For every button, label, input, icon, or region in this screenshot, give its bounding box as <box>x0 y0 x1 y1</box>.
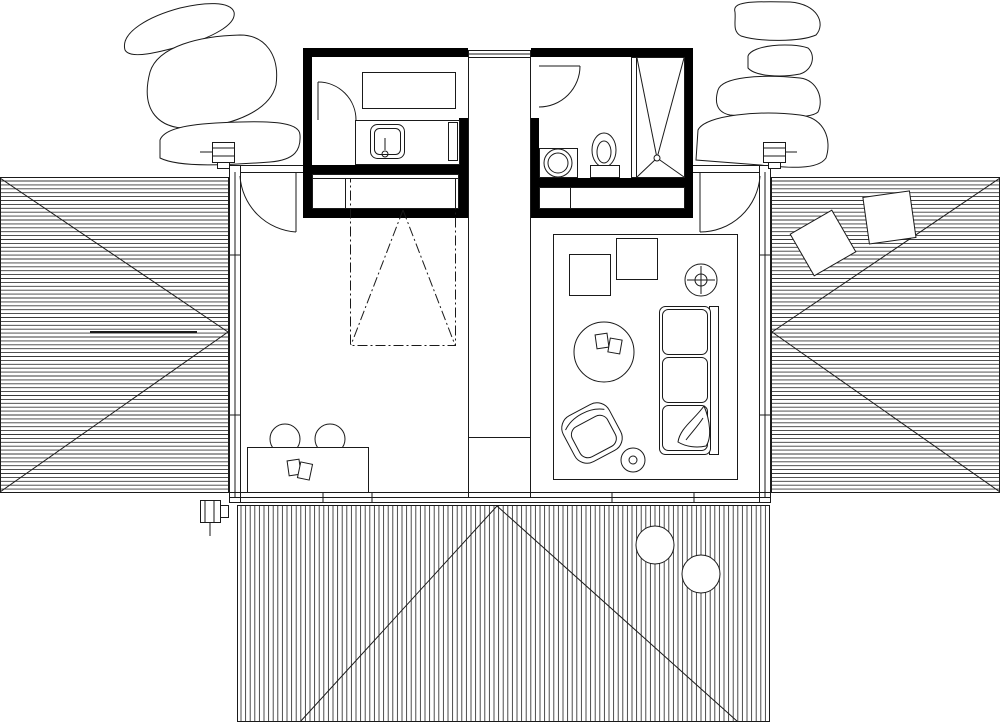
vanity <box>539 148 578 178</box>
bathroom-pod <box>538 57 685 209</box>
bottom-deck-hip-line <box>496 505 739 722</box>
kitchen-pod <box>312 72 460 209</box>
rock <box>716 75 821 119</box>
table-paper <box>607 337 623 355</box>
right-deck-hip-line <box>771 177 1000 333</box>
shower-slope <box>636 57 658 159</box>
lower-cabinet <box>539 187 685 209</box>
deck-cushion <box>862 190 917 245</box>
fixture-body <box>212 142 235 163</box>
rocks-left <box>124 3 301 166</box>
window-frames <box>229 254 771 503</box>
core-wall <box>685 48 693 218</box>
ottoman <box>569 254 611 296</box>
core-walls <box>303 48 693 218</box>
table-paper <box>296 461 314 481</box>
exterior-fixture-bottom-left <box>200 500 229 536</box>
sofa-cushion <box>662 309 708 355</box>
core-wall <box>531 118 539 218</box>
core-wall <box>303 165 468 174</box>
left-deck-hip-line <box>0 177 229 333</box>
fixture-base <box>768 162 781 169</box>
right-room <box>553 234 738 480</box>
rug <box>553 234 738 480</box>
left-deck-outline <box>0 177 229 493</box>
deck-cushion <box>789 209 857 277</box>
rock <box>146 34 278 129</box>
rocks-right <box>695 1 829 168</box>
armchair-seat <box>570 414 617 459</box>
bench <box>362 72 456 109</box>
sink-bowl <box>374 128 401 155</box>
core-wall <box>303 48 468 57</box>
pod-door-swing <box>317 81 357 121</box>
ottoman <box>616 238 658 280</box>
coffee-table <box>573 321 635 383</box>
door-swing <box>239 175 297 233</box>
core-wall <box>531 48 693 57</box>
core-wall <box>303 48 312 218</box>
pod-door-swing <box>538 65 581 108</box>
left-entry-door <box>239 172 297 233</box>
shower-slope <box>636 157 658 178</box>
armchair-back <box>565 408 605 431</box>
bottom-deck <box>237 505 770 722</box>
bottom-deck-boards <box>240 506 766 722</box>
right-entry-door <box>699 172 761 233</box>
left-deck-hip-line <box>0 331 229 493</box>
fixture-base <box>217 162 230 169</box>
sofa-pillow-crease <box>685 417 704 441</box>
sink-basin <box>370 124 405 159</box>
rock <box>747 44 813 77</box>
corridor <box>468 50 531 497</box>
exterior-fixture-top-left <box>200 142 235 169</box>
sofa-cushion <box>662 357 708 403</box>
shower <box>631 57 685 178</box>
counter-appliance <box>448 122 458 161</box>
rock <box>124 3 235 56</box>
kitchen-counter <box>355 120 460 165</box>
fixture-base <box>220 505 229 518</box>
fold-down-bed-swing <box>350 209 456 346</box>
bottom-deck-hip-line <box>299 505 498 722</box>
rock <box>734 1 821 41</box>
core-wall <box>303 209 468 218</box>
washbasin-bowl <box>547 152 569 174</box>
armchair <box>561 402 623 464</box>
core-wall <box>531 178 693 187</box>
rock <box>695 112 829 168</box>
right-deck <box>771 177 1000 493</box>
sofa-pillow <box>677 404 711 448</box>
left-deck-boards <box>0 180 228 490</box>
right-deck-boards <box>772 180 1000 490</box>
drain <box>381 150 389 158</box>
toilet-bowl <box>591 132 617 168</box>
lower-cabinet <box>312 174 459 209</box>
deck-stool <box>635 525 675 565</box>
side-table-top <box>628 455 638 465</box>
left-deck <box>0 177 229 493</box>
sofa <box>659 306 719 455</box>
fixture-body <box>763 142 786 163</box>
right-deck-hip-line <box>771 331 1000 493</box>
side-table <box>620 447 646 473</box>
table-paper <box>594 332 610 350</box>
floor-lamp <box>684 263 718 297</box>
door-swing <box>699 175 761 233</box>
shower-slope <box>656 57 685 159</box>
core-wall <box>531 209 693 218</box>
exterior-fixture-top-right <box>763 142 797 169</box>
shower-slope <box>656 157 685 178</box>
fold-down-bed-outline <box>350 178 456 346</box>
core-wall <box>459 118 468 218</box>
toilet-seat <box>596 140 612 164</box>
fixture-body <box>200 500 221 523</box>
left-room <box>247 178 456 493</box>
deck-stool <box>681 554 721 594</box>
toilet-tank <box>590 165 620 178</box>
shower-drain <box>653 154 661 162</box>
